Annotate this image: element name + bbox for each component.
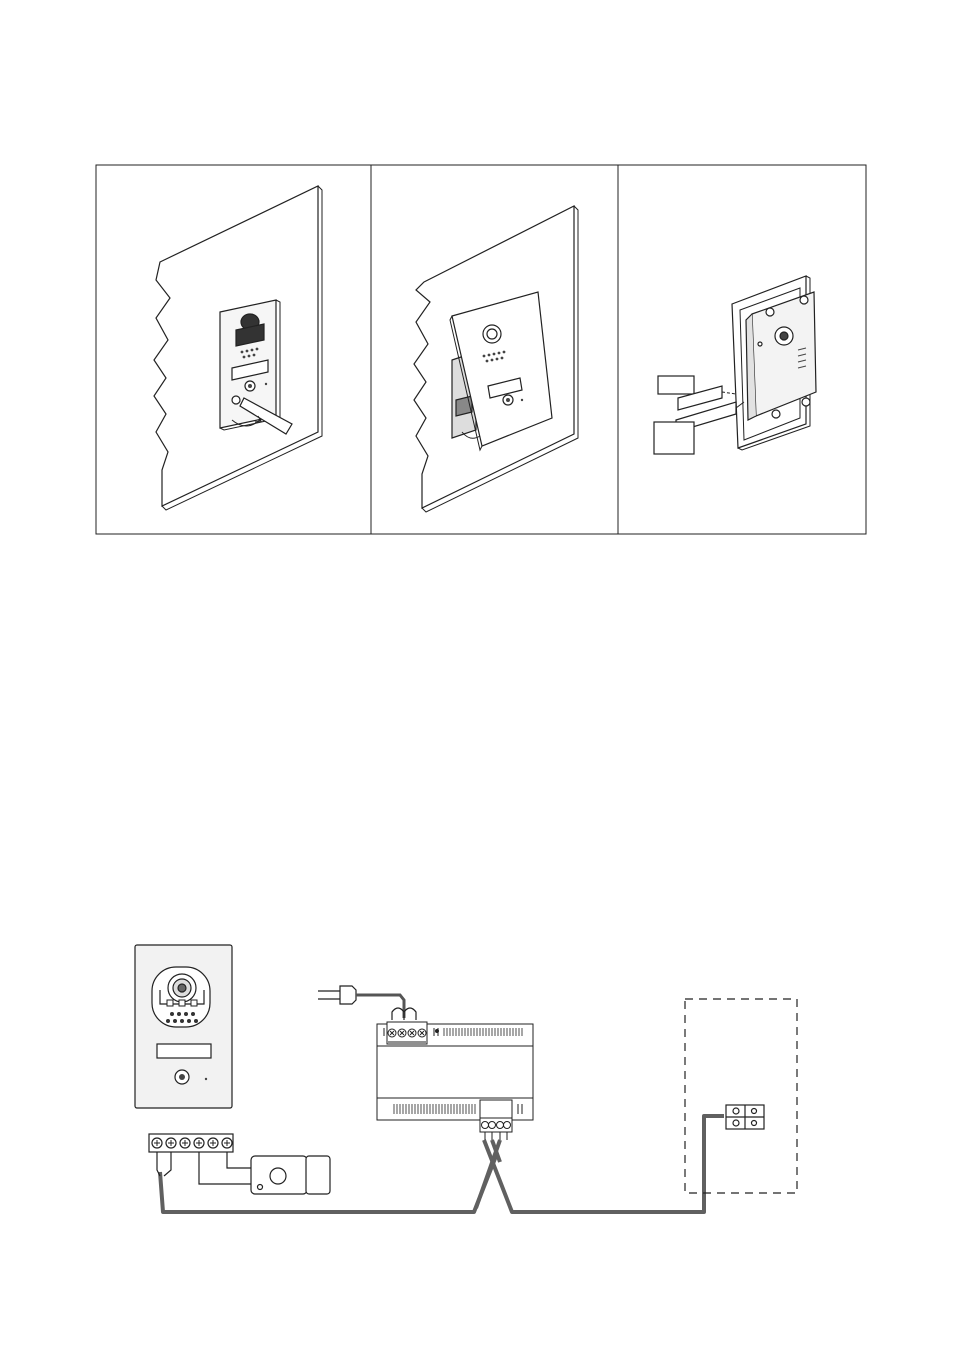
supply-output-terminals	[480, 1100, 512, 1140]
lock-wire-2	[227, 1152, 252, 1168]
lock-icon	[251, 1156, 330, 1194]
supply-input-terminals	[387, 1022, 427, 1044]
step-3-illustration	[654, 276, 816, 454]
outdoor-name-label	[157, 1044, 211, 1058]
label-sheet-small	[658, 376, 694, 394]
label-sheet-large	[654, 422, 694, 454]
step-1-illustration	[154, 186, 322, 510]
plug-icon	[318, 986, 416, 1020]
terminal-block-icon	[149, 1134, 252, 1184]
outdoor-station	[135, 945, 232, 1108]
step-2-illustration	[414, 206, 578, 512]
cable-monitor	[484, 1116, 724, 1212]
power-supply-icon	[377, 1022, 533, 1140]
indoor-zone	[685, 999, 797, 1193]
camera-icon-2	[483, 325, 501, 343]
indoor-terminal-icon	[726, 1105, 764, 1129]
cables	[160, 1116, 724, 1212]
